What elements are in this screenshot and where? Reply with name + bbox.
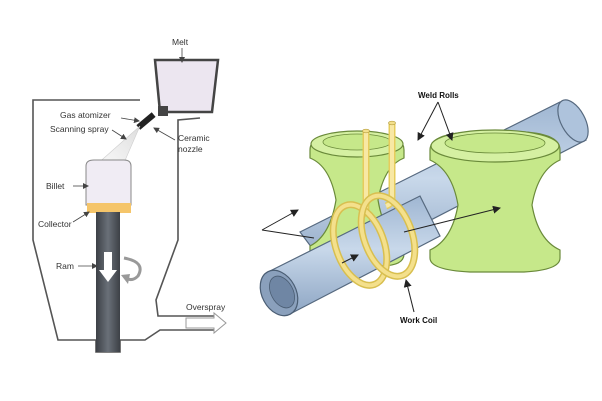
label-collector: Collector — [38, 219, 72, 229]
label-scanning-spray: Scanning spray — [50, 124, 109, 134]
label-nozzle: nozzle — [178, 144, 203, 154]
weld-rolls-leader-right — [437, 101, 454, 141]
crucible-spout — [158, 106, 168, 116]
weld-rolls-leader-left — [417, 101, 439, 141]
scanning-spray-leader — [111, 129, 127, 140]
spray-forming-diagram: Melt Gas atomizer Scanning spray Ceramic… — [32, 37, 227, 353]
weld-roll-right — [429, 129, 561, 273]
roll-pressure-arrow-left — [261, 209, 299, 231]
rotation-arrow — [123, 256, 142, 282]
label-ram: Ram — [56, 261, 74, 271]
tube-motion-arrow — [341, 254, 359, 264]
gas-atomizer-leader — [120, 117, 140, 124]
label-weld-rolls: Weld Rolls — [418, 91, 459, 100]
label-overspray: Overspray — [186, 302, 226, 312]
ram-down-arrow — [99, 252, 117, 282]
ceramic-nozzle-leader — [153, 127, 176, 141]
label-ceramic: Ceramic — [178, 133, 210, 143]
collector-leader — [72, 211, 90, 223]
roll-pressure-line-left — [261, 229, 315, 239]
work-coil — [329, 192, 419, 289]
tube-rear-end — [557, 99, 589, 143]
melt-crucible — [153, 58, 220, 114]
roll-pressure-arrow-right — [403, 205, 501, 233]
collector — [87, 203, 131, 213]
overspray-arrow — [185, 311, 227, 335]
label-work-coil: Work Coil — [400, 316, 437, 325]
label-melt: Melt — [172, 37, 189, 47]
tube-front-end-inner — [269, 275, 295, 309]
label-gas-atomizer: Gas atomizer — [60, 110, 111, 120]
rotation-arrowhead — [121, 274, 130, 284]
label-billet: Billet — [46, 181, 65, 191]
billet — [85, 159, 132, 206]
tube-welding-diagram: Weld Rolls Work Coil — [259, 91, 589, 325]
gas-atomizer-nozzle — [136, 112, 156, 130]
work-coil-leader — [403, 279, 415, 313]
